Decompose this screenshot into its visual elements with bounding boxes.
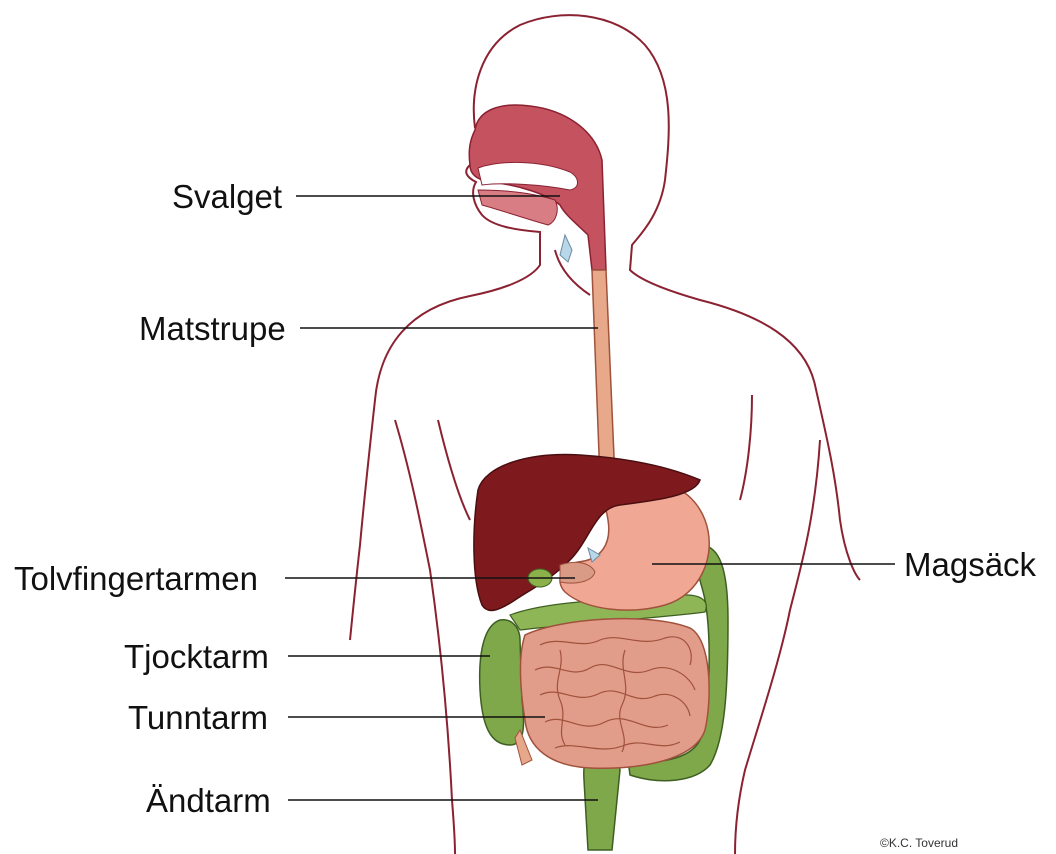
label-stomach: Magsäck — [904, 548, 1036, 581]
label-colon: Tjocktarm — [124, 640, 269, 673]
credit-text: ©K.C. Toverud — [880, 836, 958, 850]
esophagus — [592, 270, 615, 480]
label-pharynx: Svalget — [172, 180, 282, 213]
label-esophagus: Matstrupe — [139, 312, 286, 345]
label-small-intestine: Tunntarm — [128, 701, 268, 734]
small-intestine — [520, 619, 709, 769]
mouth-cavity — [469, 105, 606, 270]
label-duodenum: Tolvfingertarmen — [14, 562, 258, 595]
label-rectum: Ändtarm — [146, 784, 271, 817]
